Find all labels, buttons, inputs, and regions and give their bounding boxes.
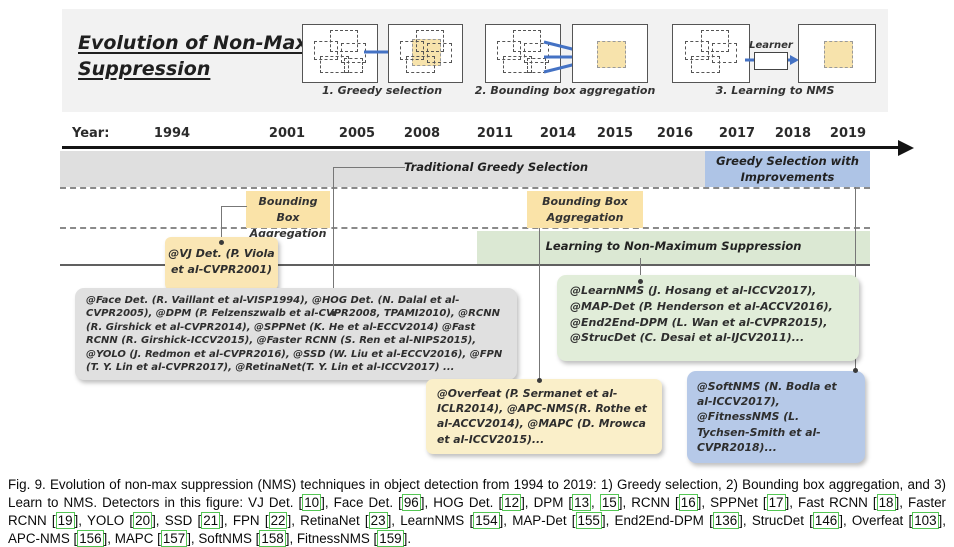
bba1-line1: Bounding Box	[258, 195, 318, 224]
year-tick-2014: 2014	[539, 126, 577, 141]
detection-rect-icon	[691, 56, 720, 73]
connector-traditional-dot	[331, 311, 336, 316]
detection-rect-icon	[503, 56, 532, 73]
bba2-line2: Aggregation	[546, 211, 624, 224]
citation-ref: 19	[55, 511, 75, 529]
learning-source-box	[672, 24, 750, 83]
detection-rect-icon	[400, 41, 424, 60]
citation-ref: 96	[401, 494, 421, 512]
learning-nms-label: Learning to Non-Maximum Suppression	[545, 239, 802, 253]
citation-ref: 12	[502, 494, 522, 512]
figure-title: Evolution of Non-Max Suppression	[78, 30, 308, 82]
year-tick-2005: 2005	[338, 126, 376, 141]
citation-ref: 159	[377, 529, 404, 547]
citation-ref: 21	[201, 511, 221, 529]
aggregation-result-box	[572, 24, 648, 83]
citation-ref: 18	[876, 494, 896, 512]
connector-bba1-v	[221, 206, 222, 242]
timeline-arrowhead-icon	[898, 140, 914, 156]
connector-traditional-h	[333, 167, 405, 168]
band-learning-nms: Learning to Non-Maximum Suppression	[477, 231, 870, 265]
aggregation-caption: 2. Bounding box aggregation	[474, 84, 656, 97]
figure-title-line1: Evolution of Non-Max	[78, 32, 308, 54]
bounding-box-aggregation-label-2: Bounding Box Aggregation	[527, 191, 643, 228]
improvements-label-line2: Improvements	[740, 170, 835, 184]
citation-ref: 136	[712, 511, 740, 529]
learning-result-box	[798, 24, 876, 83]
improved-nms-box: @SoftNMS (N. Bodla et al-ICCV2017), @Fit…	[687, 371, 865, 464]
detection-rect-icon	[406, 56, 435, 73]
year-tick-2015: 2015	[596, 126, 634, 141]
band-traditional-greedy	[60, 151, 705, 187]
aggregation-source-box	[485, 24, 561, 83]
detection-rect-icon	[344, 58, 363, 73]
detection-rect-icon	[527, 58, 546, 73]
improvements-label-line1: Greedy Selection with	[716, 154, 859, 168]
learner-box	[754, 52, 788, 70]
learning-caption: 3. Learning to NMS	[715, 84, 835, 97]
citation-ref: 156	[77, 529, 104, 547]
citation-ref: 155	[575, 511, 602, 529]
greedy-result-box	[388, 24, 463, 83]
detection-rect-icon	[685, 41, 709, 60]
bounding-box-aggregation-label-1: Bounding Box Aggregation	[246, 191, 330, 240]
citation-ref: 22	[268, 511, 288, 529]
figure-title-line2: Suppression	[78, 58, 211, 80]
bba1-line2: Aggregation	[249, 227, 327, 240]
citation-ref: 13	[572, 494, 592, 512]
aggregation-detectors-box: @Overfeat (P. Sermanet et al-ICLR2014), …	[426, 379, 662, 454]
year-tick-2016: 2016	[656, 126, 694, 141]
year-tick-1994: 1994	[153, 126, 191, 141]
connector-traditional-v	[333, 167, 334, 313]
timeline-axis	[62, 146, 900, 149]
connector-learning-dot	[638, 279, 643, 284]
vj-det-box: @VJ Det. (P. Viola et al-CVPR2001)	[165, 237, 278, 290]
detection-rect-icon	[524, 43, 549, 63]
citation-ref: 16	[678, 494, 698, 512]
era-baseline	[60, 264, 870, 266]
citation-ref: 10	[302, 494, 322, 512]
detection-rect-icon	[712, 43, 737, 63]
connector-bba2-dot	[537, 378, 542, 383]
learning-detectors-box: @LearnNMS (J. Hosang et al-ICCV2017), @M…	[557, 275, 859, 361]
citation-ref: 20	[133, 511, 153, 529]
year-tick-2017: 2017	[718, 126, 756, 141]
connector-improvements-dot	[853, 368, 858, 373]
citation-ref: 146	[812, 511, 840, 529]
citation-ref: 103	[912, 511, 939, 529]
year-tick-2018: 2018	[774, 126, 812, 141]
detection-rect-icon	[320, 56, 349, 73]
year-axis-label: Year:	[72, 126, 110, 141]
connector-bba1-dot	[219, 240, 224, 245]
learned-box-icon	[824, 41, 853, 68]
dashed-separator-1	[60, 187, 870, 189]
bba2-line1: Bounding Box	[542, 195, 628, 208]
citation-ref: 157	[160, 529, 188, 547]
connector-bba1-h	[221, 206, 247, 207]
traditional-greedy-label: Traditional Greedy Selection	[404, 160, 589, 174]
detection-rect-icon	[427, 43, 452, 63]
citation-ref: 154	[473, 511, 500, 529]
detection-rect-icon	[497, 41, 521, 60]
detection-rect-icon	[314, 41, 338, 60]
year-tick-2011: 2011	[476, 126, 514, 141]
aggregated-box-icon	[597, 41, 626, 68]
year-tick-2001: 2001	[268, 126, 306, 141]
citation-ref: 158	[259, 529, 286, 547]
dashed-separator-2	[60, 227, 870, 229]
greedy-caption: 1. Greedy selection	[321, 84, 443, 97]
year-tick-2008: 2008	[403, 126, 441, 141]
citation-ref: 23	[368, 511, 388, 529]
band-greedy-improvements: Greedy Selection with Improvements	[705, 151, 870, 187]
connector-bba2-v	[539, 228, 540, 381]
citation-ref: 15	[599, 494, 619, 512]
connector-learning-v	[640, 258, 641, 282]
citation-ref: 17	[766, 494, 786, 512]
greedy-detectors-box: @Face Det. (R. Vaillant et al-VISP1994),…	[75, 288, 517, 381]
figure-caption: Fig. 9. Evolution of non-max suppression…	[8, 477, 946, 547]
learner-label: Learner	[749, 40, 793, 51]
year-tick-2019: 2019	[829, 126, 867, 141]
